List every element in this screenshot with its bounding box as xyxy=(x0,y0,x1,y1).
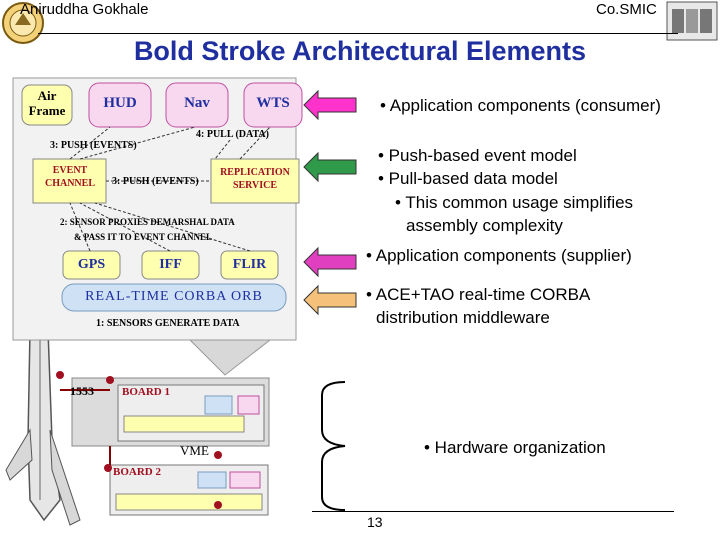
header-author: Aniruddha Gokhale xyxy=(20,1,149,18)
bullet-push: • Push-based event model xyxy=(378,146,577,165)
hud-label: HUD xyxy=(103,95,137,111)
header-rule xyxy=(38,33,678,34)
orb-arrow-icon xyxy=(303,284,357,316)
bus-node xyxy=(106,376,114,384)
pointer-arrows xyxy=(303,89,357,316)
board1-module xyxy=(123,415,245,433)
bullet-supplier: • Application components (supplier) xyxy=(366,246,632,265)
university-seal-logo xyxy=(2,2,44,44)
orb-bar xyxy=(61,283,287,312)
sensor-proxies-label: 2: SENSOR PROXIES DEMARSHAL DATA xyxy=(60,217,235,227)
airframe-box xyxy=(21,84,73,126)
bus-node xyxy=(104,464,112,472)
sensors-data-label: 1: SENSORS GENERATE DATA xyxy=(96,318,240,329)
vme-label: VME xyxy=(180,443,209,458)
header-project: Co.SMIC xyxy=(596,1,657,18)
board1-module xyxy=(237,395,260,415)
callout-pointer xyxy=(188,339,272,376)
event-channel-box xyxy=(32,158,107,204)
push-pull-arrow-icon xyxy=(303,151,357,183)
event-channel-label: EVENT CHANNEL xyxy=(44,165,95,189)
board1-label: BOARD 1 xyxy=(122,386,170,398)
flir-label: FLIR xyxy=(232,257,267,272)
nav-box xyxy=(165,82,229,128)
bullet-common: • This common usage simplifies xyxy=(395,193,634,212)
bus-1553-label: 1553 xyxy=(70,384,94,398)
diagram-flow-arrows xyxy=(69,126,271,252)
replication-service-box xyxy=(210,158,300,204)
pull-data-label: 4: PULL (DATA) xyxy=(196,129,269,140)
wts-box xyxy=(243,82,303,128)
slide-title: Bold Stroke Architectural Elements xyxy=(133,36,587,66)
bullet-common-cont: assembly complexity xyxy=(406,216,563,235)
replication-service-label: REPLICATION SERVICE xyxy=(220,167,290,191)
iff-box xyxy=(141,250,200,280)
bullet-hardware: • Hardware organization xyxy=(424,438,606,457)
bullet-ace: • ACE+TAO real-time CORBA xyxy=(366,285,591,304)
nav-label: Nav xyxy=(184,95,210,111)
consumer-arrow-icon xyxy=(303,89,357,121)
aircraft-icon xyxy=(5,297,81,526)
bus-node xyxy=(56,371,64,379)
sensor-proxies-label: & PASS IT TO EVENT CHANNEL xyxy=(74,232,212,242)
bullet-consumer: • Application components (consumer) xyxy=(380,96,661,115)
board1-module xyxy=(204,395,233,415)
hardware-brace xyxy=(321,381,346,511)
supplier-arrow-icon xyxy=(303,246,357,278)
page-number: 13 xyxy=(367,514,383,530)
hud-box xyxy=(88,82,152,128)
wts-label: WTS xyxy=(256,95,290,111)
airframe-label: Air Frame xyxy=(28,88,66,118)
bus-node xyxy=(214,451,222,459)
iff-label: IFF xyxy=(159,257,182,272)
gps-label: GPS xyxy=(77,257,106,272)
board2-module xyxy=(197,471,227,489)
board2-module xyxy=(115,493,263,511)
push-events-label: 3: PUSH (EVENTS) xyxy=(112,176,199,187)
orb-label: REAL-TIME CORBA ORB xyxy=(85,289,263,304)
push-events-label: 3: PUSH (EVENTS) xyxy=(50,140,137,151)
bus-node xyxy=(214,501,222,509)
bullet-ace-cont: distribution middleware xyxy=(376,308,550,327)
board2-label: BOARD 2 xyxy=(113,466,161,478)
gps-box xyxy=(62,250,121,280)
board2-module xyxy=(229,471,261,489)
bullet-pull: • Pull-based data model xyxy=(378,169,558,188)
footer-rule xyxy=(312,511,674,512)
